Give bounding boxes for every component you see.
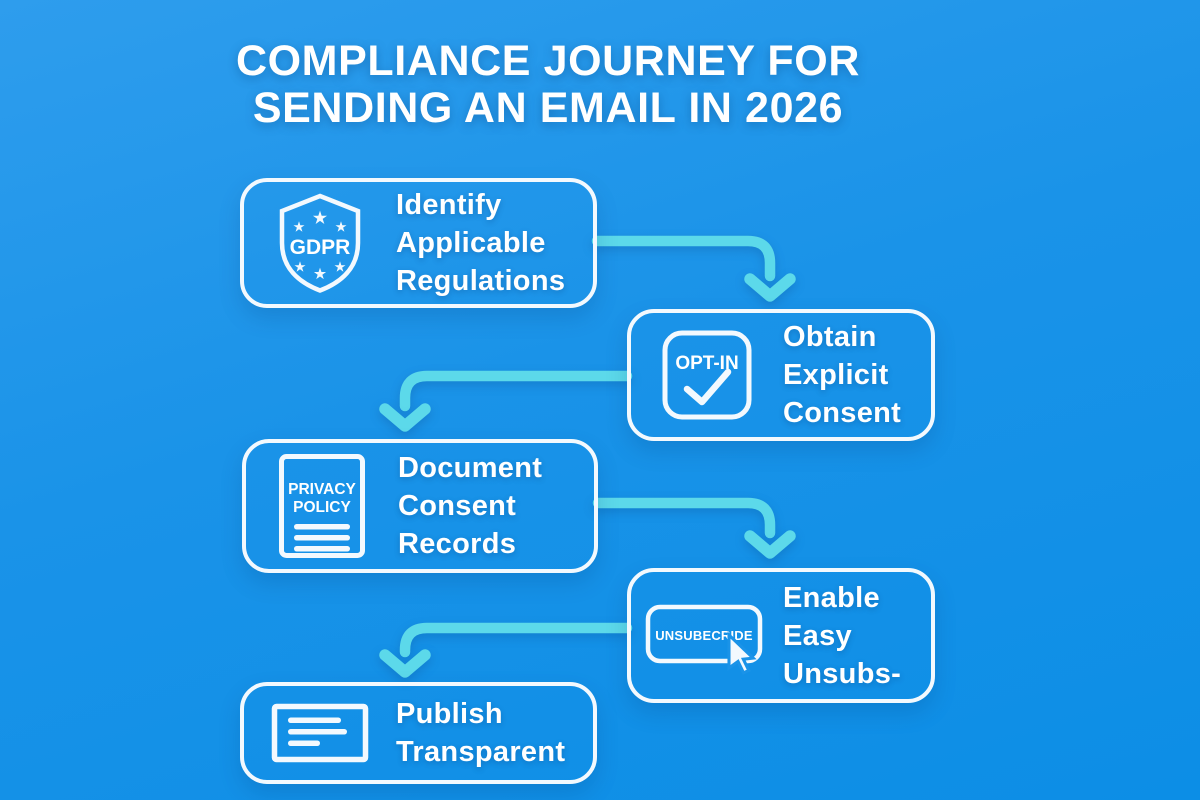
shield-star	[293, 221, 305, 232]
text-line	[294, 535, 350, 541]
unsubscribe-icon-label: UNSUBECRIDE	[655, 628, 753, 643]
privacy-policy-document-icon: PRIVACY POLICY	[260, 452, 384, 560]
step-box-document-records: PRIVACY POLICY Document Consent Records	[242, 439, 598, 573]
text-line	[294, 546, 350, 552]
arrow-step3-to-step4	[592, 497, 796, 559]
step-label-line: Document	[398, 452, 543, 484]
gdpr-icon-label: GDPR	[290, 236, 351, 259]
page-title: COMPLIANCE JOURNEY FOR SENDING AN EMAIL …	[0, 38, 1096, 132]
opt-in-icon-label: OPT-IN	[675, 353, 738, 374]
text-line	[288, 729, 347, 735]
shield-star	[294, 261, 306, 272]
step-label-line: Applicable	[396, 227, 546, 259]
step-box-identify-regulations: GDPR Identify Applicable Regulations	[240, 178, 597, 308]
step-label-line: Obtain	[783, 321, 877, 353]
text-line	[294, 524, 350, 530]
step-box-enable-unsubscribe: UNSUBECRIDE Enable Easy Unsubs-	[627, 568, 935, 703]
document-lines-icon	[258, 703, 382, 763]
step-label: Obtain Explicit Consent	[783, 318, 901, 432]
shield-star	[313, 267, 327, 280]
step-label-line: Easy	[783, 619, 852, 652]
privacy-icon-label-line1: PRIVACY	[288, 481, 356, 498]
unsubscribe-button-cursor-icon: UNSUBECRIDE	[645, 595, 769, 677]
step-label-line: Transparent	[396, 736, 566, 768]
step-box-publish-transparent: Publish Transparent	[240, 682, 597, 784]
step-label: Document Consent Records	[398, 449, 542, 563]
arrow-step2-to-step3	[379, 370, 633, 432]
step-label: Publish Transparent	[396, 695, 565, 771]
step-label-line: Records	[398, 528, 517, 560]
arrow-step1-to-step2	[591, 235, 796, 302]
opt-in-checkbox-icon: OPT-IN	[645, 329, 769, 421]
step-label-line: Publish	[396, 698, 503, 730]
step-label-line: Consent	[783, 397, 902, 429]
page-title-line2: SENDING AN EMAIL IN 2026	[252, 84, 844, 132]
step-label: Enable Easy Unsubs-	[783, 579, 901, 693]
step-label-line: Unsubs-	[783, 657, 902, 690]
step-label: Identify Applicable Regulations	[396, 186, 565, 300]
step-label-line: Explicit	[783, 359, 889, 391]
page-title-line1: COMPLIANCE JOURNEY FOR	[235, 37, 861, 85]
arrow-step4-to-step5	[379, 622, 633, 678]
gdpr-shield-icon: GDPR	[258, 191, 382, 295]
step-box-obtain-consent: OPT-IN Obtain Explicit Consent	[627, 309, 935, 441]
shield-star	[312, 210, 328, 224]
shield-star	[335, 221, 347, 232]
text-line	[288, 740, 320, 746]
cursor-icon	[727, 630, 757, 675]
step-label-line: Regulations	[396, 265, 566, 297]
shield-star	[334, 261, 346, 272]
step-label-line: Consent	[398, 490, 517, 522]
step-label-line: Enable	[783, 581, 880, 614]
privacy-icon-label-line2: POLICY	[293, 499, 351, 516]
checkmark-icon	[683, 368, 732, 406]
text-line	[288, 717, 341, 723]
step-label-line: Identify	[396, 189, 502, 221]
